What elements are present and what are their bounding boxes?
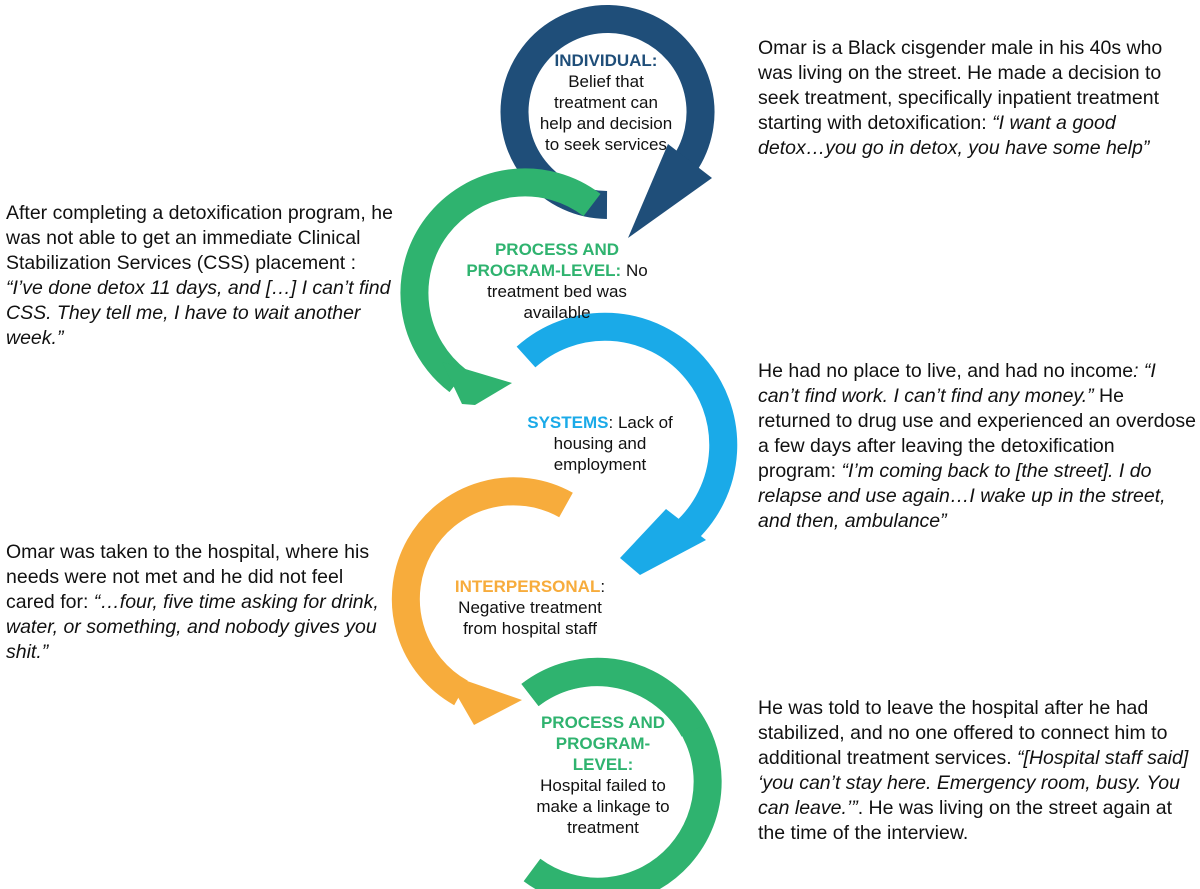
node-sep: : [651, 51, 658, 70]
story-2: After completing a detoxification progra… [6, 201, 396, 351]
ring-process-1 [400, 168, 601, 393]
node-sep: : [608, 413, 614, 432]
node-individual: INDIVIDUAL: Belief that treatment can he… [536, 50, 676, 155]
ring-systems [516, 312, 738, 544]
story-quote: : “I can’t find work. I can’t find any m… [758, 360, 1156, 407]
node-text: Negative treatment from hospital staff [458, 598, 602, 638]
story-3: He had no place to live, and had no inco… [758, 359, 1198, 534]
story-quote: “I want a good detox…you go in detox, yo… [758, 112, 1150, 159]
ring-process-2-top [521, 658, 707, 737]
arrowhead-systems [620, 509, 706, 575]
node-label: PROCESS AND PROGRAM-LEVEL [466, 240, 620, 280]
node-text: Belief that treatment can help and decis… [539, 72, 673, 154]
node-sep: : [627, 755, 634, 774]
node-text: Hospital failed to make a linkage to tre… [536, 776, 670, 837]
story-text: After completing a detoxification progra… [6, 202, 393, 274]
node-text: Lack of housing and employment [553, 413, 673, 474]
story-quote-2: “I’m coming back to [the street]. I do r… [758, 460, 1166, 532]
arrowhead-interpersonal [444, 673, 522, 725]
node-process-2: PROCESS AND PROGRAM-LEVEL: Hospital fail… [528, 712, 678, 838]
story-5: He was told to leave the hospital after … [758, 696, 1198, 846]
story-text: He had no place to live, and had no inco… [758, 360, 1134, 382]
story-text-2: . He was living on the street again at t… [758, 797, 1173, 844]
node-interpersonal: INTERPERSONAL: Negative treatment from h… [440, 576, 620, 639]
arrowhead-individual [628, 144, 712, 238]
node-label: INTERPERSONAL [454, 577, 601, 596]
story-text: Omar was taken to the hospital, where hi… [6, 541, 370, 613]
node-systems: SYSTEMS: Lack of housing and employment [520, 412, 680, 475]
story-1: Omar is a Black cisgender male in his 40… [758, 36, 1163, 161]
node-text: No treatment bed was available [487, 261, 648, 322]
ring-interpersonal [391, 477, 573, 706]
node-label: INDIVIDUAL [554, 51, 652, 70]
story-quote: “…four, five time asking for drink, wate… [6, 591, 379, 663]
node-label: SYSTEMS [527, 413, 609, 432]
arrowhead-process-1 [442, 362, 512, 405]
node-process-1: PROCESS AND PROGRAM-LEVEL: No treatment … [462, 239, 652, 323]
story-quote: “I’ve done detox 11 days, and […] I can’… [6, 277, 391, 349]
story-quote: “[Hospital staff said] ‘you can’t stay h… [758, 747, 1189, 819]
node-sep: : [615, 261, 622, 280]
story-4: Omar was taken to the hospital, where hi… [6, 540, 391, 665]
story-text: Omar is a Black cisgender male in his 40… [758, 37, 1163, 134]
story-text: He was told to leave the hospital after … [758, 697, 1168, 769]
node-sep: : [600, 577, 606, 596]
node-label: PROCESS AND PROGRAM-LEVEL [540, 713, 666, 774]
story-text-2: He returned to drug use and experienced … [758, 385, 1196, 482]
